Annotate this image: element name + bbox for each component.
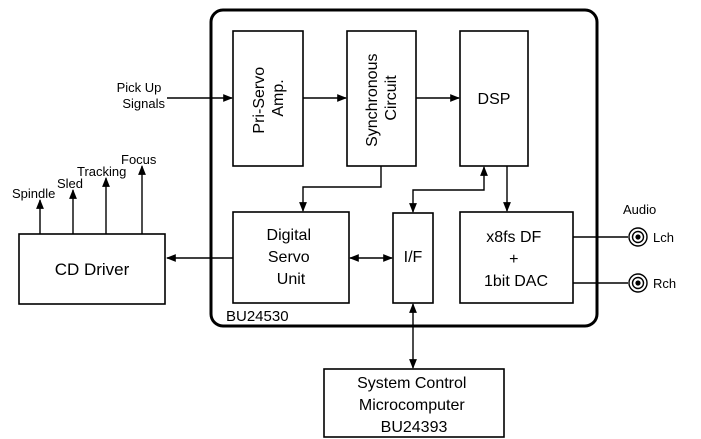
cd-driver-block: CD Driver [18,233,166,305]
spindle-label: Spindle [12,186,55,201]
sled-label: Sled [57,176,83,191]
interface-block: I/F [392,212,434,304]
rch-label: Rch [653,276,676,291]
chip-name-label: BU24530 [226,308,289,325]
svg-text:DSP: DSP [478,91,511,108]
lch-label: Lch [653,230,674,245]
svg-text:Synchronous Circuit: Synchronous Circuit [364,49,400,147]
svg-text:x8fs DF + 1bit DAC: x8fs DF + 1bit DAC [484,229,548,290]
tracking-label: Tracking [77,164,126,179]
digital-servo-unit-block: Digital Servo Unit [232,211,350,304]
rch-jack-icon [628,273,648,293]
svg-text:Digital Servo Unit: Digital Servo Unit [267,227,316,288]
pri-servo-amp-block: Pri-Servo Amp. [232,30,304,167]
pickup-signals-label: Pick Up Signals [117,80,166,111]
microcomputer-block: System Control Microcomputer BU24393 [323,368,505,438]
dsp-to-interface-arrow [409,166,488,213]
svg-text:CD Driver: CD Driver [55,260,130,279]
svg-text:I/F: I/F [404,249,423,266]
dsp-block: DSP [459,30,529,167]
focus-label: Focus [121,152,157,167]
sync-to-digital-servo-arrow [299,166,382,212]
lch-jack-icon [628,227,648,247]
svg-text:Pri-Servo Amp.: Pri-Servo Amp. [251,62,287,133]
dac-block: x8fs DF + 1bit DAC [459,211,574,304]
svg-text:System Control Microcomp: System Control Microcomputer BU24393 [357,375,471,436]
chip-boundary [209,8,599,328]
audio-label: Audio [623,202,656,217]
synchronous-circuit-block: Synchronous Circuit [346,30,417,167]
